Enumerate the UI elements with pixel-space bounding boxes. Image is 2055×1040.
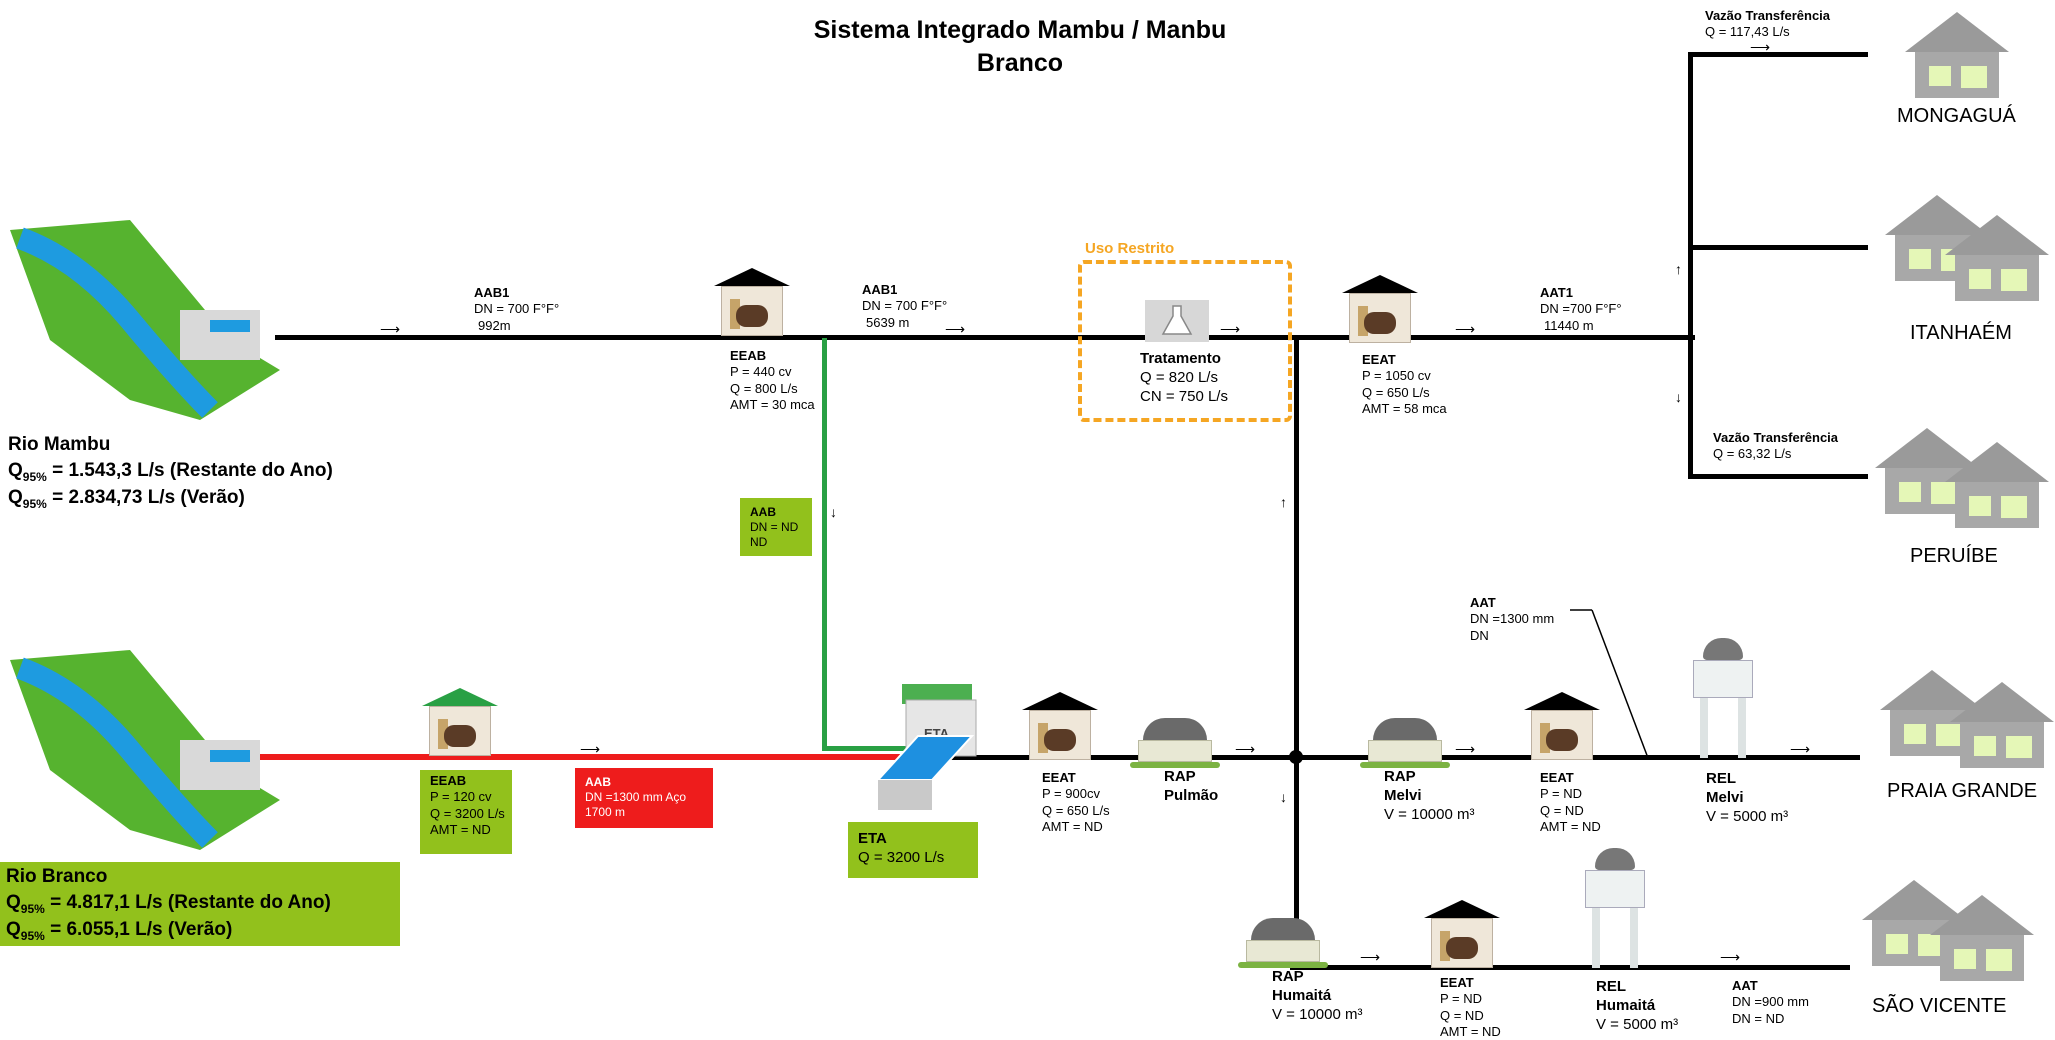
flow-arrow: ⟶ xyxy=(1455,741,1476,757)
flow-arrow: ⟶ xyxy=(1235,741,1256,757)
transfer-mid-label: Vazão Transferência Q = 63,32 L/s xyxy=(1713,430,1839,462)
flow-arrow: ↑ xyxy=(1675,261,1682,277)
river-branco-q95-annual: Q95% = 4.817,1 L/s (Restante do Ano) xyxy=(6,891,331,916)
flow-arrow: ⟶ xyxy=(580,741,601,757)
river-branco-box xyxy=(0,862,400,946)
pipe-to-peruibe xyxy=(1688,474,1868,479)
river-branco-q95-summer: Q95% = 6.055,1 L/s (Verão) xyxy=(6,918,233,943)
pipe-aat-bottom-label: AAT DN =900 mm DN = ND xyxy=(1732,978,1809,1026)
city-mongagua-houses-icon xyxy=(1905,12,2009,98)
rel-melvi-icon xyxy=(1688,638,1758,758)
rap-pulmao-icon xyxy=(1128,718,1222,768)
dam-mambu-icon xyxy=(10,220,280,420)
pipe-aab1-a-label: AAB1 DN = 700 F°F° 992m xyxy=(474,285,560,333)
pipe-aab-green-horizontal xyxy=(822,746,912,751)
restricted-use-label: Uso Restrito xyxy=(1085,240,1175,257)
pump-station-eeab-bottom-icon xyxy=(420,688,500,756)
city-itanhaem-label: ITANHAÉM xyxy=(1910,322,2012,344)
leader-line xyxy=(1570,609,1649,759)
pipe-center-trunk xyxy=(1294,338,1299,916)
pipe-to-mongagua xyxy=(1688,52,1868,57)
river-branco-label: Rio Branco Q95% = 4.817,1 L/s (Restante … xyxy=(6,864,331,944)
pipe-bottom-line xyxy=(1290,965,1850,970)
flow-arrow: ↓ xyxy=(830,504,837,520)
eta-box xyxy=(848,822,978,878)
flask-icon xyxy=(1145,300,1209,342)
pump-station-eeat-eta-icon xyxy=(1020,692,1100,760)
pipe-aab-red xyxy=(260,754,900,760)
restricted-use-box xyxy=(1078,260,1292,422)
pump-station-eeat-eta-label: EEAT P = 900cv Q = 650 L/s AMT = ND xyxy=(1042,770,1110,834)
treatment-label: Tratamento Q = 820 L/s CN = 750 L/s xyxy=(1140,350,1228,405)
pipe-aab-red-label: AAB DN =1300 mm Aço 1700 m xyxy=(585,775,687,819)
pump-station-eeat-melvi-label: EEAT P = ND Q = ND AMT = ND xyxy=(1540,770,1601,834)
dam-branco-icon xyxy=(10,650,280,850)
city-mongagua-label: MONGAGUÁ xyxy=(1897,105,2016,127)
flow-arrow: ⟶ xyxy=(1790,741,1811,757)
pump-station-eeat-humaita-label: EEAT P = ND Q = ND AMT = ND xyxy=(1440,975,1501,1039)
city-praia-grande-houses-icon xyxy=(1950,682,2054,768)
river-mambu-label: Rio Mambu Q95% = 1.543,3 L/s (Restante d… xyxy=(8,432,333,512)
flow-arrow: ⟶ xyxy=(945,321,966,337)
river-mambu-q95-summer: Q95% = 2.834,73 L/s (Verão) xyxy=(8,486,245,511)
city-sao-vicente-label: SÃO VICENTE xyxy=(1872,995,2007,1017)
pipe-aat-mid-label: AAT DN =1300 mm DN xyxy=(1470,595,1555,643)
city-peruibe-houses-icon xyxy=(1945,442,2049,528)
eta-plant-icon: ETA xyxy=(875,684,977,810)
eta-label: ETA Q = 3200 L/s xyxy=(858,830,945,866)
flow-arrow: ⟶ xyxy=(380,321,401,337)
city-itanhaem-houses-icon xyxy=(1945,215,2049,301)
flow-arrow: ⟶ xyxy=(1720,949,1741,965)
pipe-aab1-main xyxy=(275,335,1695,340)
city-peruibe-label: PERUÍBE xyxy=(1910,545,1998,567)
flow-arrow: ⟶ xyxy=(1750,39,1771,55)
pump-station-eeab-bottom-box xyxy=(420,770,512,854)
city-praia-grande-label: PRAIA GRANDE xyxy=(1887,780,2038,802)
pipe-to-itanhaem xyxy=(1688,245,1868,250)
diagram-title: Sistema Integrado Mambu / Manbu Branco xyxy=(813,16,1227,77)
rap-pulmao-label: RAP Pulmão xyxy=(1164,768,1219,804)
river-branco-name: Rio Branco xyxy=(6,866,108,887)
flow-arrow: ⟶ xyxy=(1360,949,1381,965)
pipe-aab-green-vertical xyxy=(822,338,827,750)
rap-humaita-icon xyxy=(1236,918,1330,968)
flow-arrow: ↓ xyxy=(1280,789,1287,805)
river-mambu-name: Rio Mambu xyxy=(8,434,111,455)
pump-station-eeat-top-icon xyxy=(1340,275,1420,343)
transfer-top-label: Vazão Transferência Q = 117,43 L/s xyxy=(1705,8,1831,40)
pipe-aab-red-box xyxy=(575,768,713,828)
pump-station-eeat-melvi-icon xyxy=(1522,692,1602,760)
pipe-aab-green-box xyxy=(740,498,812,556)
pump-station-eeab-bottom-label: EEAB P = 120 cv Q = 3200 L/s AMT = ND xyxy=(430,773,505,837)
pump-station-eeab-top-icon xyxy=(712,268,792,336)
flow-arrow: ⟶ xyxy=(1220,321,1241,337)
rel-humaita-label: REL Humaitá V = 5000 m³ xyxy=(1596,978,1679,1033)
junction-node xyxy=(1289,750,1303,764)
river-mambu-q95-annual: Q95% = 1.543,3 L/s (Restante do Ano) xyxy=(8,459,333,484)
flow-arrow: ⟶ xyxy=(1455,321,1476,337)
pipe-aab-green-label: AAB DN = ND ND xyxy=(750,505,799,549)
pipe-aat1-label: AAT1 DN =700 F°F° 11440 m xyxy=(1540,285,1622,333)
pump-station-eeab-top-label: EEAB P = 440 cv Q = 800 L/s AMT = 30 mca xyxy=(730,348,815,412)
rel-humaita-icon xyxy=(1580,848,1650,968)
pump-station-eeat-humaita-icon xyxy=(1422,900,1502,968)
rap-humaita-label: RAP Humaitá V = 10000 m³ xyxy=(1272,968,1363,1023)
rap-melvi-icon xyxy=(1358,718,1452,768)
pipe-aab1-b-label: AAB1 DN = 700 F°F° 5639 m xyxy=(862,282,948,330)
pump-station-eeat-top-label: EEAT P = 1050 cv Q = 650 L/s AMT = 58 mc… xyxy=(1362,352,1447,416)
rap-melvi-label: RAP Melvi V = 10000 m³ xyxy=(1384,768,1475,823)
flow-arrow: ↓ xyxy=(1675,389,1682,405)
pipe-transfer-vertical xyxy=(1688,52,1693,478)
rel-melvi-label: REL Melvi V = 5000 m³ xyxy=(1706,770,1789,825)
city-sao-vicente-houses-icon xyxy=(1930,895,2034,981)
flow-arrow: ↑ xyxy=(1280,494,1287,510)
